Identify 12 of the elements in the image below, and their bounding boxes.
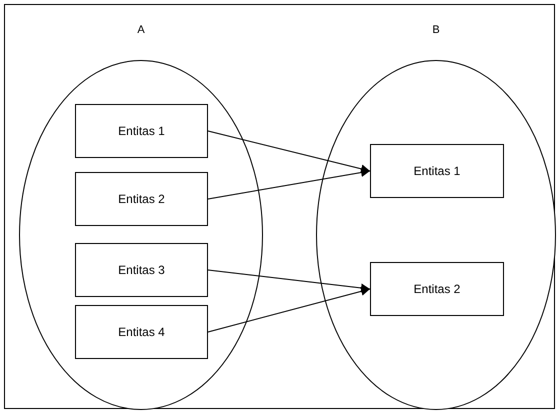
entity-box: Entitas 2 bbox=[75, 172, 208, 226]
arrow bbox=[208, 168, 370, 200]
entity-box: Entitas 1 bbox=[75, 104, 208, 158]
arrow bbox=[208, 130, 370, 174]
entity-box: Entitas 3 bbox=[75, 243, 208, 297]
arrow bbox=[208, 286, 370, 332]
entity-box: Entitas 1 bbox=[370, 144, 504, 198]
entity-box: Entitas 4 bbox=[75, 305, 208, 359]
set-label: A bbox=[136, 23, 146, 38]
set-label: B bbox=[431, 23, 441, 38]
entity-box: Entitas 2 bbox=[370, 262, 504, 316]
arrow bbox=[208, 270, 370, 292]
